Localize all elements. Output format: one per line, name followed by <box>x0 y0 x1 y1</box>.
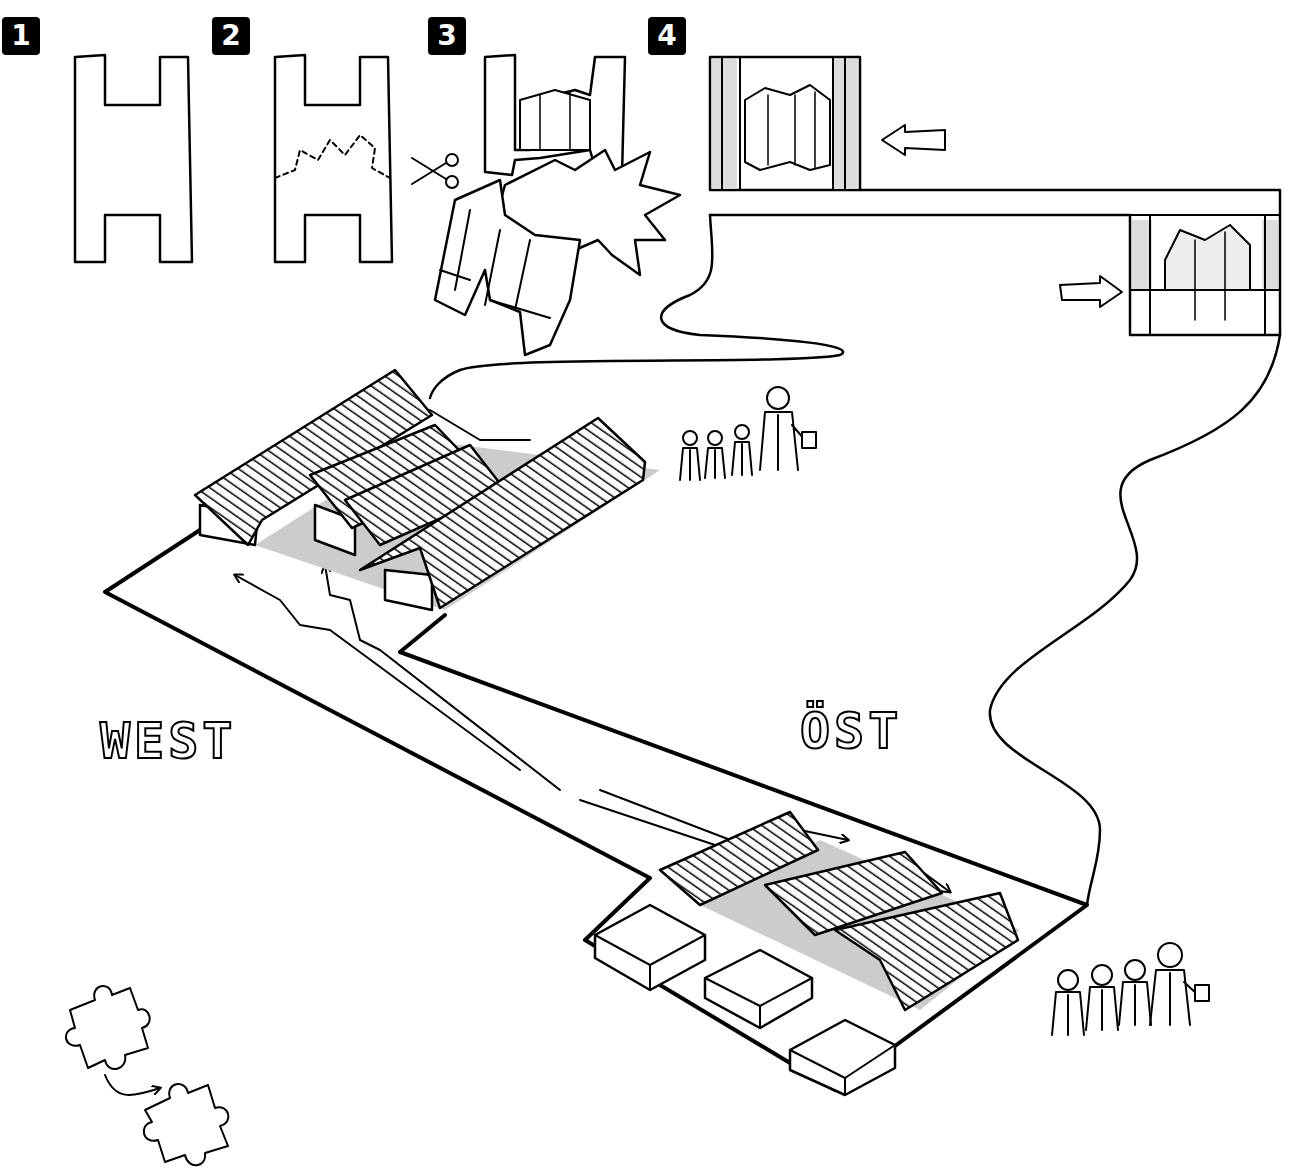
site-label: ÖST <box>800 702 902 760</box>
callout-number: 1 <box>2 17 40 55</box>
site-label: WEST <box>100 712 236 770</box>
callout-number: 4 <box>648 17 686 55</box>
callout-number: 2 <box>212 17 250 55</box>
callout-number: 3 <box>428 17 466 55</box>
